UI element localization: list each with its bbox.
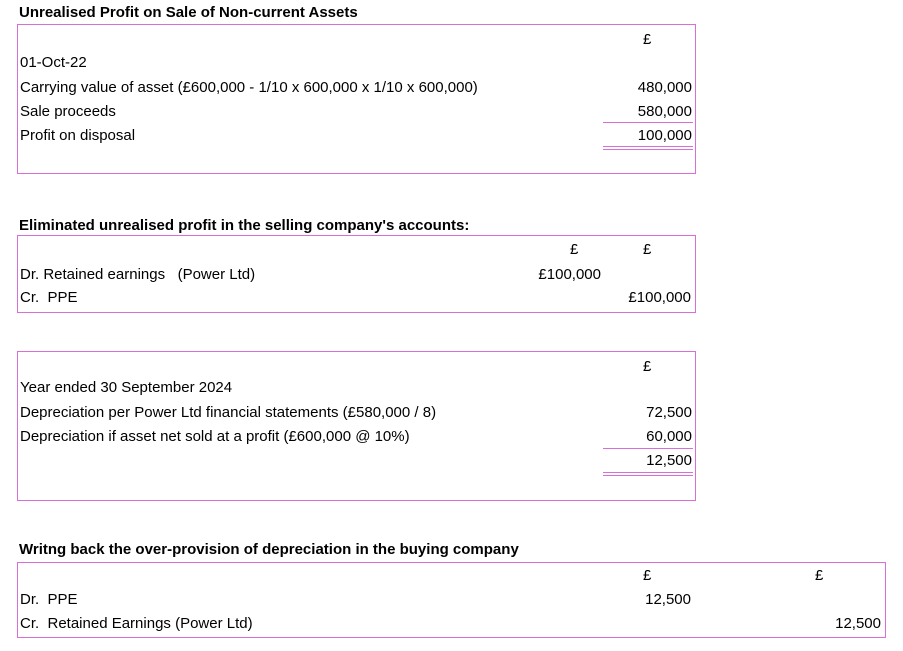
elimination-box <box>17 235 696 313</box>
double-underline <box>603 472 693 473</box>
double-underline <box>603 149 693 150</box>
double-underline <box>603 475 693 476</box>
dr-ppe-value: 12,500 <box>645 591 691 608</box>
underline <box>603 122 693 123</box>
profit-box <box>17 24 696 174</box>
carrying-value: 480,000 <box>637 79 692 96</box>
cr-currency-header: £ <box>815 567 824 584</box>
cr-ppe-value: £100,000 <box>628 289 691 306</box>
dr-retained-earnings-value: £100,000 <box>538 266 601 283</box>
depreciation-actual-label: Depreciation per Power Ltd financial sta… <box>20 404 437 421</box>
depreciation-original-label: Depreciation if asset net sold at a prof… <box>20 428 410 445</box>
profit-value: 100,000 <box>637 127 692 144</box>
depreciation-original-value: 60,000 <box>646 428 692 445</box>
dr-ppe-label: Dr. PPE <box>20 591 78 608</box>
underline <box>603 448 693 449</box>
date-label: 01-Oct-22 <box>20 54 87 71</box>
currency-header: £ <box>643 358 652 375</box>
sale-proceeds-value: 580,000 <box>637 103 692 120</box>
section4-title: Writng back the over-provision of deprec… <box>19 541 519 558</box>
depreciation-difference: 12,500 <box>646 452 692 469</box>
sale-proceeds-label: Sale proceeds <box>20 103 116 120</box>
currency-header: £ <box>643 31 652 48</box>
carrying-value-label: Carrying value of asset (£600,000 - 1/10… <box>20 79 478 96</box>
cr-retained-earnings-value: 12,500 <box>835 615 881 632</box>
period-label: Year ended 30 September 2024 <box>20 379 233 396</box>
depreciation-actual-value: 72,500 <box>646 404 692 421</box>
dr-currency-header: £ <box>643 567 652 584</box>
section1-title: Unrealised Profit on Sale of Non-current… <box>19 4 358 21</box>
cr-currency-header: £ <box>643 241 652 258</box>
dr-retained-earnings-label: Dr. Retained earnings (Power Ltd) <box>20 266 256 283</box>
section2-title: Eliminated unrealised profit in the sell… <box>19 217 470 234</box>
depreciation-box <box>17 351 696 501</box>
profit-label: Profit on disposal <box>20 127 136 144</box>
double-underline <box>603 146 693 147</box>
cr-ppe-label: Cr. PPE <box>20 289 78 306</box>
cr-retained-earnings-label: Cr. Retained Earnings (Power Ltd) <box>20 615 253 632</box>
writeback-box <box>17 562 886 638</box>
dr-currency-header: £ <box>570 241 579 258</box>
